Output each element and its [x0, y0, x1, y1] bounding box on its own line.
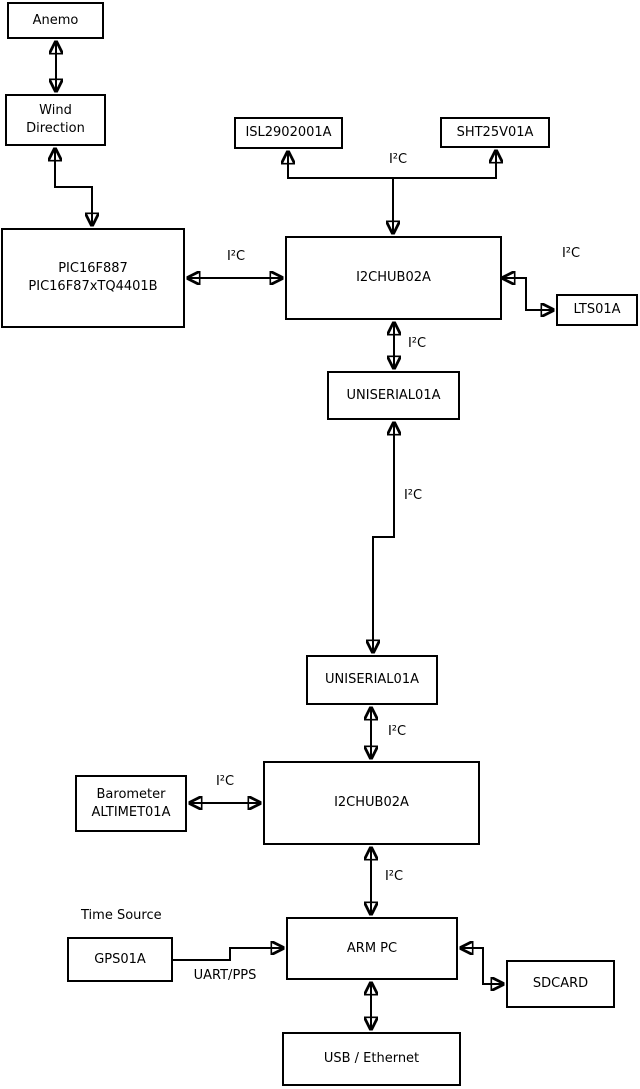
connector-armpc-sdcard [460, 948, 504, 984]
node-uniserial01a-1: UNISERIAL01A [327, 371, 460, 420]
node-i2chub02a-1: I2CHUB02A [285, 236, 502, 320]
node-sdcard: SDCARD [506, 960, 615, 1008]
edge-label-i2c-lts: I²C [561, 246, 581, 261]
node-wind-direction: Wind Direction [5, 94, 106, 146]
node-anemo: Anemo [7, 2, 104, 39]
edge-label-i2c-hub2-armpc: I²C [384, 869, 404, 884]
node-usb-ethernet: USB / Ethernet [282, 1032, 461, 1086]
node-barometer-altimet01a: Barometer ALTIMET01A [75, 775, 187, 832]
node-arm-pc: ARM PC [286, 917, 458, 980]
node-lts01a: LTS01A [556, 294, 638, 326]
node-isl2902001a: ISL2902001A [234, 117, 343, 149]
node-i2chub02a-2: I2CHUB02A [263, 761, 480, 845]
node-sht25v01a: SHT25V01A [440, 117, 550, 148]
edge-label-i2c-pic-hub1: I²C [226, 249, 246, 264]
node-gps01a: GPS01A [67, 937, 173, 982]
connector-hub1-lts [502, 278, 554, 310]
edge-label-i2c-uniserial-link: I²C [403, 488, 423, 503]
edge-label-time-source: Time Source [81, 908, 162, 923]
edge-label-uart-pps: UART/PPS [193, 968, 257, 983]
edge-label-i2c-hub1-uniserial1: I²C [407, 336, 427, 351]
node-pic16f887: PIC16F887 PIC16F87xTQ4401B [1, 228, 185, 328]
node-uniserial01a-2: UNISERIAL01A [306, 655, 438, 705]
connector-gps-armpc [173, 948, 284, 961]
edge-label-i2c-sensor-bus: I²C [388, 152, 408, 167]
connector-wind-pic [55, 148, 92, 226]
connector-uniserial1-uniserial2 [373, 422, 394, 653]
edge-label-i2c-uniserial2-hub2: I²C [387, 724, 407, 739]
edge-label-i2c-barometer-hub2: I²C [215, 774, 235, 789]
